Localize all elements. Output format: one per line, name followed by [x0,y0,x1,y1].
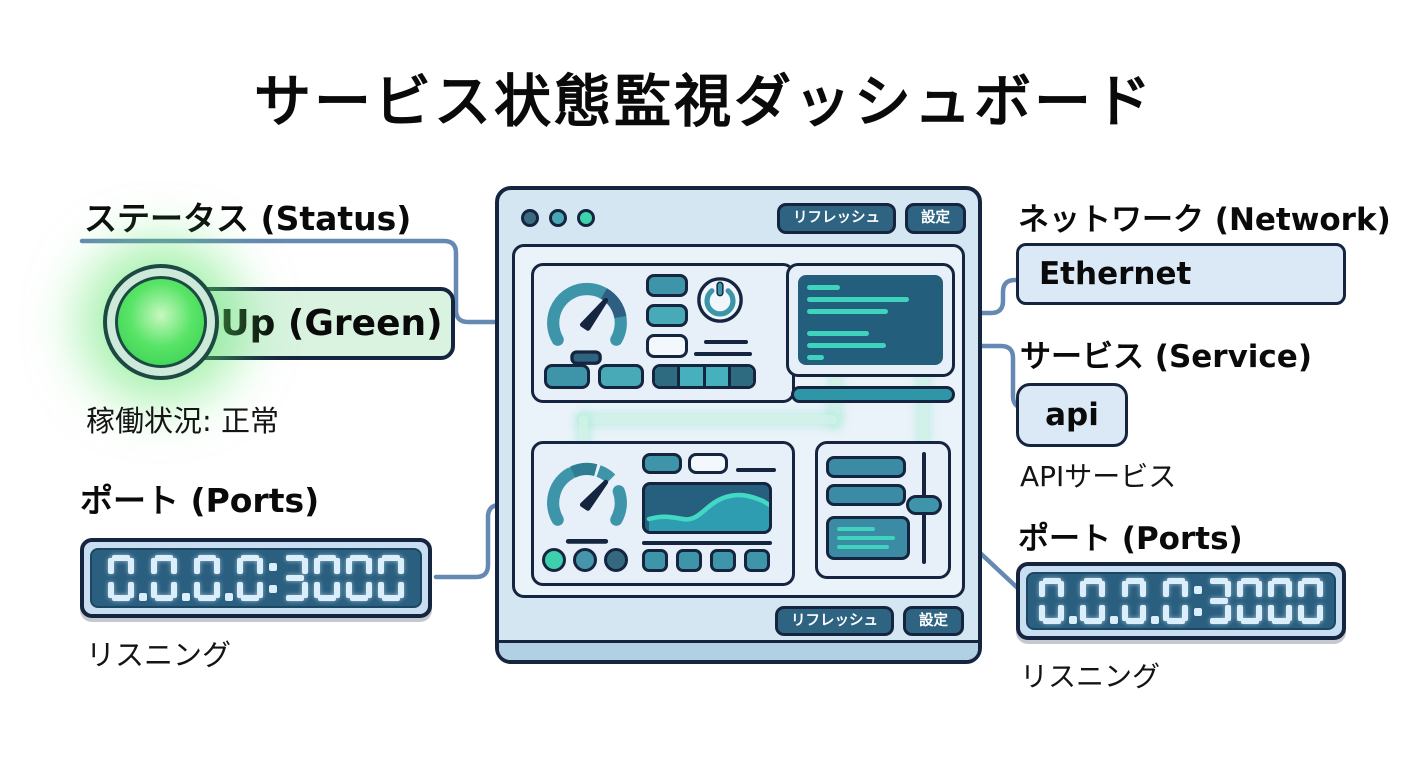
panel-button[interactable] [710,549,736,572]
refresh-button-bottom[interactable]: リフレッシュ [775,605,894,637]
panel-button[interactable] [544,364,590,389]
connector-network [947,277,1025,316]
status-led-core [115,276,207,368]
terminal-line [807,297,909,302]
status-value: Up (Green) [220,303,443,344]
settings-button-bottom[interactable]: 設定 [903,605,964,637]
decor-line [694,352,752,356]
panel-button[interactable] [646,334,688,358]
trend-chart [642,482,772,534]
ports-right-lcd [1016,562,1346,640]
ports-left-label: ポート (Ports) [80,481,320,520]
status-led-green [103,264,219,380]
terminal-screen [798,275,943,365]
status-label: ステータス (Status) [84,199,412,238]
panel-button[interactable] [642,549,668,572]
panel-button[interactable] [744,549,770,572]
panel-button[interactable] [676,549,702,572]
network-value-chip: Ethernet [1016,243,1346,305]
window-footer [499,640,978,660]
panel-button[interactable] [646,274,688,297]
dashboard-body [512,244,965,598]
ports-left-lcd [80,538,432,618]
control-panel-top-left [531,263,795,403]
bottombar-buttons: リフレッシュ 設定 [499,604,978,638]
lcd-screen [1026,572,1336,630]
decor-line [704,340,748,344]
network-label: ネットワーク (Network) [1018,202,1391,238]
window-dot-1[interactable] [521,209,539,227]
dashboard-window: リフレッシュ 設定 [495,186,982,664]
service-value: api [1045,397,1099,433]
ports-left-caption: リスニング [86,638,232,672]
circuit-trace [919,371,928,443]
window-dot-3[interactable] [577,209,595,227]
led-indicator [573,548,597,572]
gauge-icon [547,282,627,365]
item-text-line [837,536,895,540]
list-panel-bottom-right [815,441,951,579]
terminal-line [807,331,870,336]
ports-right-label: ポート (Ports) [1018,521,1243,557]
led-indicator [604,548,628,572]
panel-button[interactable] [688,453,728,474]
ports-right-caption: リスニング [1020,660,1161,693]
list-item[interactable] [826,516,910,560]
refresh-button-top[interactable]: リフレッシュ [777,203,896,234]
list-item[interactable] [826,484,906,506]
page-title: サービス状態監視ダッシュボード [254,69,1154,135]
window-dot-2[interactable] [549,209,567,227]
list-item[interactable] [826,456,906,478]
service-value-chip: api [1016,383,1128,447]
window-controls [521,209,595,227]
circuit-trace [579,415,837,424]
settings-button-top[interactable]: 設定 [905,203,966,234]
metrics-panel-bottom-left [531,441,795,586]
segment-indicator [652,364,756,389]
circuit-trace [579,415,588,447]
power-icon[interactable] [696,276,744,324]
service-label: サービス (Service) [1020,339,1313,375]
slider-handle[interactable] [906,495,942,515]
item-text-line [837,545,889,549]
decor-line [736,468,776,472]
gauge-icon [547,462,627,544]
terminal-panel [786,263,955,377]
connector-status [79,238,535,325]
titlebar-buttons: リフレッシュ 設定 [777,203,966,234]
led-indicator [542,548,566,572]
terminal-line [807,285,841,290]
terminal-line [807,343,886,348]
status-caption: 稼働状況: 正常 [86,404,279,438]
panel-button[interactable] [598,364,644,389]
progress-bar [791,386,955,403]
service-caption: APIサービス [1020,460,1177,493]
decor-line [642,541,772,545]
network-value: Ethernet [1039,256,1192,292]
terminal-line [807,355,824,360]
panel-button[interactable] [646,304,688,327]
terminal-line [807,309,889,314]
lcd-screen [90,548,422,608]
panel-button[interactable] [642,453,682,474]
item-text-line [837,527,875,531]
